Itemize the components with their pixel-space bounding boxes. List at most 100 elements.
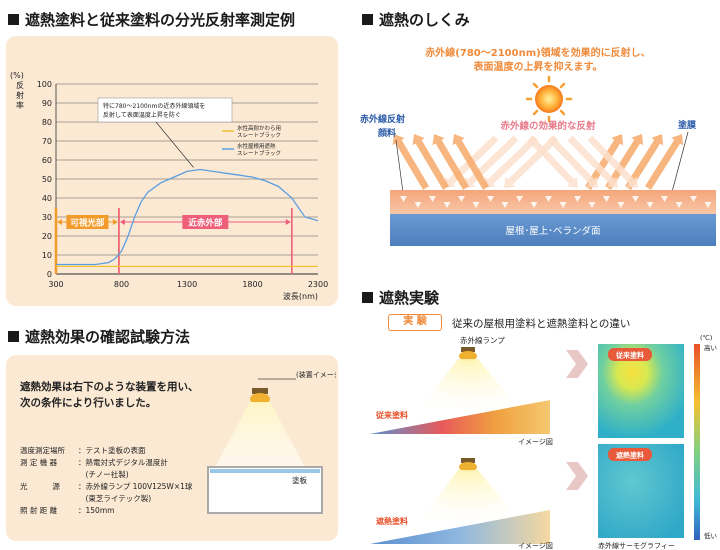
legend-label: スレートブラック	[237, 131, 281, 139]
lamp-light	[410, 359, 530, 422]
pigment-label-line1: 赤外線反射	[360, 113, 405, 125]
y-tick-label: 70	[42, 137, 52, 146]
x-tick-label: 1800	[242, 280, 262, 289]
pigment-particle	[617, 202, 625, 208]
pigment-particle	[632, 196, 639, 202]
pigment-particle	[501, 202, 509, 208]
y-axis-label: 反	[16, 80, 24, 90]
legend-label: スレートブラック	[237, 149, 281, 157]
lamp-light	[410, 470, 530, 534]
device-label: (装置イメージ図)	[296, 370, 336, 379]
y-tick-label: 0	[47, 270, 52, 279]
pigment-particle	[704, 202, 712, 208]
x-tick-label: 300	[48, 280, 63, 289]
scale-low-label: 低い	[704, 531, 717, 540]
infrared-arrow	[484, 135, 539, 188]
infrared-arrow	[645, 134, 684, 190]
pigment-label-line2: 顔料	[377, 127, 396, 139]
light-beam	[214, 402, 306, 469]
infrared-arrows	[392, 134, 684, 190]
experiment-section-title: 遮熱実験	[362, 287, 439, 308]
pigment-particle	[574, 196, 581, 202]
band-arrow-icon	[119, 219, 125, 225]
experiment-badge: 実 験	[388, 314, 442, 331]
y-axis-label: (%)	[10, 71, 24, 80]
condition-row: 照 射 距 離：150mm	[20, 506, 115, 515]
condition-row: 温度測定場所：テスト塗板の表面	[20, 446, 146, 455]
section-marker-icon	[8, 331, 19, 342]
x-tick-label: 1300	[177, 280, 197, 289]
y-axis-label: 射	[16, 90, 24, 100]
film-label: 塗膜	[678, 119, 697, 131]
experiment-subtitle: 従来の屋根用塗料と遮熱塗料との違い	[452, 318, 631, 330]
image-label-bottom: イメージ図	[518, 542, 553, 550]
mechanism-caption-line1: 赤外線(780〜2100nm)領域を効果的に反射し、	[425, 46, 650, 59]
infrared-arrow	[605, 134, 644, 190]
pigment-particle	[559, 202, 567, 208]
pigment-particle	[675, 202, 683, 208]
band-arrow-icon	[57, 219, 62, 225]
method-intro: 遮熱効果は右下のような装置を用い、 次の条件により行いました。	[20, 381, 199, 409]
pigment-particle	[443, 202, 451, 208]
thermograph-badge-conventional	[608, 348, 652, 361]
mechanism-section-title: 遮熱のしくみ	[362, 9, 470, 30]
sun-icon	[535, 85, 563, 113]
lamp-bulb-icon	[459, 462, 477, 472]
pigment-particle	[472, 202, 480, 208]
y-tick-label: 90	[42, 99, 52, 108]
board-label: 塗板	[292, 475, 307, 485]
thermograph-badge-conventional-text: 従来塗料	[615, 351, 644, 360]
y-axis-label: 率	[16, 100, 24, 110]
method-panel: 遮熱効果は右下のような装置を用い、 次の条件により行いました。 温度測定場所：テ…	[6, 355, 338, 541]
y-tick-label: 100	[37, 80, 52, 89]
lamp-label: 赤外線ランプ	[460, 335, 505, 345]
annotation-text: 特に780〜2100nmの近赤外線領域を	[103, 102, 205, 110]
pigment-particle	[516, 196, 523, 202]
pigment-particle	[603, 196, 610, 202]
band-label-box	[182, 215, 229, 229]
x-tick-label: 2300	[308, 280, 328, 289]
lamp-housing	[252, 388, 268, 394]
condition-row: 測 定 機 器：熱電対式デジタル温度計 (チノー社製)	[20, 458, 168, 479]
method-section-title: 遮熱効果の確認試験方法	[8, 326, 190, 347]
band-label: 可視光部	[70, 218, 105, 229]
scale-high-label: 高い	[704, 343, 717, 352]
conventional-label: 従来塗料	[375, 410, 408, 420]
legend-label: 水性高耐かわら用	[237, 124, 281, 132]
reflect-label: 赤外線の効果的な反射	[500, 120, 596, 132]
reflective-pigment-particles	[400, 196, 712, 208]
thermograph-badge-heatshield-text: 遮熱塗料	[616, 451, 644, 460]
infrared-arrow	[587, 135, 638, 188]
test-panel-board	[210, 469, 320, 473]
legend-label: 水性屋根用遮熱	[237, 142, 276, 150]
lamp-bulb-icon	[459, 351, 477, 361]
apparatus-diagram: (装置イメージ図) 塗板	[207, 370, 336, 514]
roof-surface-layer	[390, 214, 716, 246]
lamp-housing	[461, 347, 475, 352]
experiment-diagram: 赤外線ランプ 従来塗料 イメージ図 遮熱塗料 イメージ図 従来塗料 遮熱塗料 (…	[370, 334, 717, 550]
y-tick-label: 20	[42, 232, 52, 241]
pigment-particle	[530, 202, 538, 208]
pigment-particle	[646, 202, 654, 208]
pigment-particle	[414, 202, 422, 208]
pigment-particle	[458, 196, 465, 202]
conditions-list: 温度測定場所：テスト塗板の表面 測 定 機 器：熱電対式デジタル温度計 (チノー…	[20, 445, 192, 517]
thermograph-badge-heatshield	[608, 448, 652, 461]
arrow-right-icon	[566, 462, 588, 490]
pigment-particle	[661, 196, 668, 202]
infrared-arrow	[392, 134, 430, 190]
temperature-unit: (℃)	[700, 334, 712, 342]
infrared-arrow	[585, 134, 624, 190]
heatshield-label: 遮熱塗料	[376, 516, 408, 526]
pigment-particle	[487, 196, 494, 202]
annotation-leader	[155, 121, 194, 168]
infrared-arrow	[567, 135, 618, 188]
band-arrow-icon	[112, 219, 118, 225]
series-line	[56, 168, 319, 266]
mechanism-diagram: 赤外線(780〜2100nm)領域を効果的に反射し、 表面温度の上昇を抑えます。…	[360, 46, 716, 246]
pigment-particle	[545, 196, 552, 202]
section-marker-icon	[362, 292, 373, 303]
pigment-particle	[429, 196, 436, 202]
